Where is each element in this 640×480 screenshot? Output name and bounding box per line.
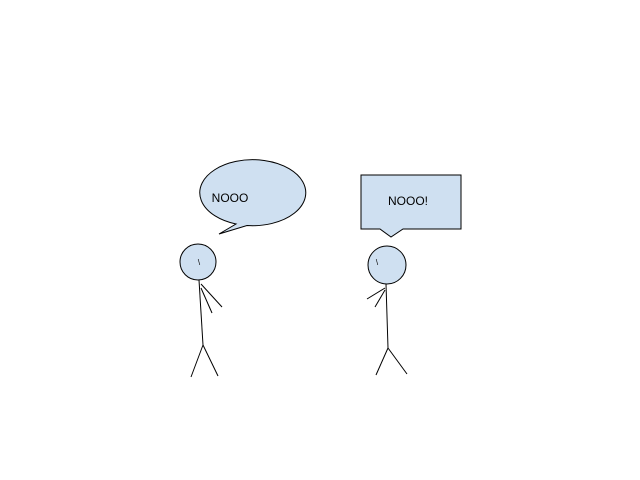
left-figure-arm-lower xyxy=(200,287,213,314)
left-figure-arm-upper xyxy=(200,283,223,308)
right-figure-eye: \ xyxy=(376,258,379,267)
right-speech-text: NOOO! xyxy=(388,194,428,208)
left-figure-leg-left xyxy=(190,344,204,378)
left-figure-eye: \ xyxy=(198,258,201,267)
right-figure-arm-lower xyxy=(374,289,386,308)
left-figure-leg-right xyxy=(202,344,219,377)
left-figure-head xyxy=(179,243,217,281)
left-speech-bubble xyxy=(199,159,307,235)
right-figure-body xyxy=(385,283,389,349)
left-speech-text: NOOO xyxy=(212,191,249,205)
right-figure-arm-upper xyxy=(366,287,386,300)
right-figure-leg-right xyxy=(387,347,408,375)
right-figure-head xyxy=(367,245,407,285)
left-figure: NOOO \ xyxy=(179,159,307,378)
right-figure-leg-left xyxy=(375,347,389,376)
right-figure: NOOO! \ xyxy=(360,174,462,376)
left-figure-body xyxy=(198,279,204,346)
right-speech-bubble xyxy=(360,174,462,238)
